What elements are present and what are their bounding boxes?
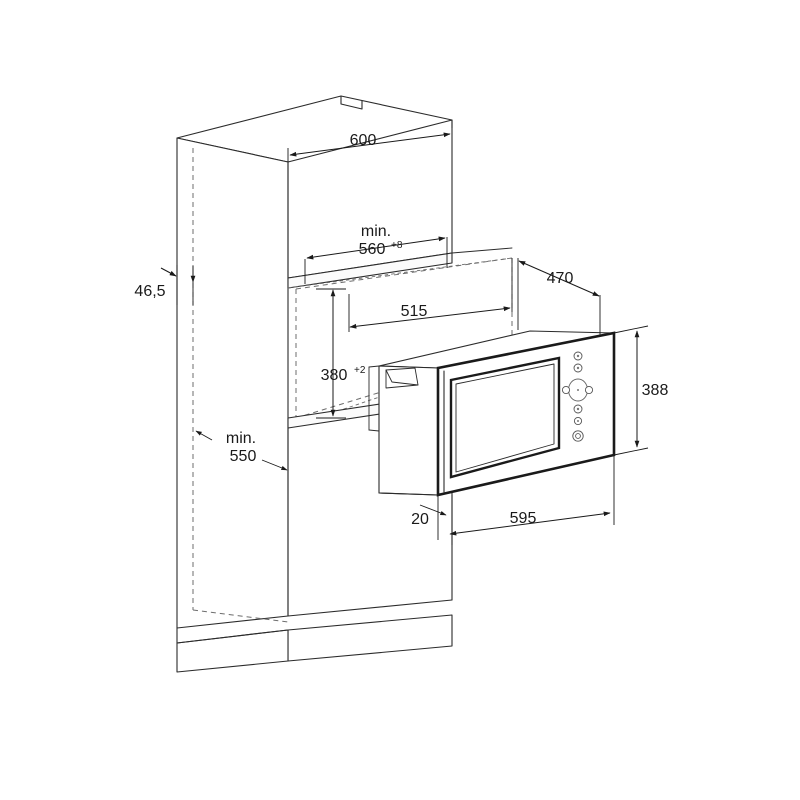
dial-left-button[interactable] bbox=[561, 385, 571, 395]
power-button-inner bbox=[575, 433, 581, 439]
dimline-595 bbox=[449, 511, 611, 536]
oven-door-glass-inner bbox=[455, 363, 555, 473]
dim-label-niche-height: 380 bbox=[321, 367, 348, 384]
dimension-appliance-depth: 470 bbox=[517, 258, 601, 337]
dimension-front-overhang: 20 bbox=[411, 495, 453, 545]
dial-right-button[interactable] bbox=[584, 385, 594, 395]
dim-label-appliance-depth: 470 bbox=[547, 270, 574, 287]
dimension-cabinet-depth: min. 550 bbox=[195, 430, 288, 471]
leader-550-right bbox=[261, 459, 288, 471]
dimline-470 bbox=[518, 260, 600, 297]
dim-label-panel-offset: 46,5 bbox=[134, 283, 165, 300]
dim-label-appliance-width: 595 bbox=[510, 510, 537, 527]
dimension-appliance-width: 595 bbox=[449, 455, 615, 536]
cabinet-left-side-panel bbox=[176, 137, 289, 629]
control-button-4-dot bbox=[577, 420, 579, 422]
cabinet-lower-front-bottom bbox=[287, 599, 453, 617]
dim-label-niche-height-sup: +2 bbox=[354, 365, 366, 376]
oven-left-side-panel bbox=[378, 365, 439, 496]
oven-rear-body-top bbox=[368, 365, 380, 368]
niche-diagonal-upper bbox=[287, 257, 513, 289]
dim-label-appliance-height: 388 bbox=[642, 382, 669, 399]
dial-center-dot bbox=[577, 389, 579, 391]
dim-label-front-overhang: 20 bbox=[411, 511, 429, 528]
dimline-515 bbox=[349, 306, 511, 329]
dimension-niche-height: 380 +2 bbox=[316, 288, 366, 419]
control-button-1-dot bbox=[576, 354, 580, 358]
niche-shelf-top-right bbox=[451, 247, 513, 254]
dimline-560 bbox=[306, 236, 446, 260]
oven-door-glass bbox=[449, 356, 561, 479]
cabinet-plinth bbox=[176, 614, 453, 673]
ext-388-bottom bbox=[613, 447, 649, 456]
dimension-appliance-height: 388 bbox=[613, 325, 669, 456]
leader-20 bbox=[419, 504, 447, 516]
control-button-3-dot bbox=[576, 407, 580, 411]
dim-label-niche-width-sup: +8 bbox=[391, 240, 403, 251]
cabinet-lower-hidden-base bbox=[192, 609, 289, 623]
oven-bottom-edge bbox=[378, 492, 439, 496]
dimension-niche-width: min. 560 +8 bbox=[304, 223, 448, 284]
dimension-panel-offset: 46,5 bbox=[134, 265, 196, 305]
dimline-600 bbox=[289, 132, 451, 157]
control-button-2-dot bbox=[576, 366, 580, 370]
dimline-465-a bbox=[160, 267, 177, 277]
niche-shelf-front bbox=[287, 252, 453, 289]
control-panel[interactable] bbox=[561, 351, 594, 442]
cabinet-top-notch bbox=[340, 95, 363, 110]
dim-label-cabinet-depth-prefix: min. bbox=[226, 430, 256, 447]
dim-label-niche-width-prefix: min. bbox=[361, 223, 391, 240]
ext-388-top bbox=[613, 325, 649, 334]
dim-label-cabinet-width: 600 bbox=[350, 132, 377, 149]
oven-rear-body-step bbox=[368, 429, 380, 432]
plinth-left-top-edge bbox=[176, 629, 289, 644]
leader-550-left bbox=[195, 430, 213, 441]
niche-shelf bbox=[287, 247, 513, 289]
dimension-niche-depth: 515 bbox=[348, 258, 513, 332]
plinth-front-face bbox=[287, 614, 453, 662]
built-in-microwave-oven bbox=[368, 330, 616, 497]
dim-label-niche-depth: 515 bbox=[401, 303, 428, 320]
dimension-cabinet-width: 600 bbox=[287, 120, 453, 162]
dim-label-cabinet-depth: 550 bbox=[230, 448, 257, 465]
side-handle-recess-inner bbox=[385, 369, 419, 386]
kitchen-cabinet-housing bbox=[176, 95, 513, 673]
dim-label-niche-width: 560 bbox=[359, 241, 386, 258]
